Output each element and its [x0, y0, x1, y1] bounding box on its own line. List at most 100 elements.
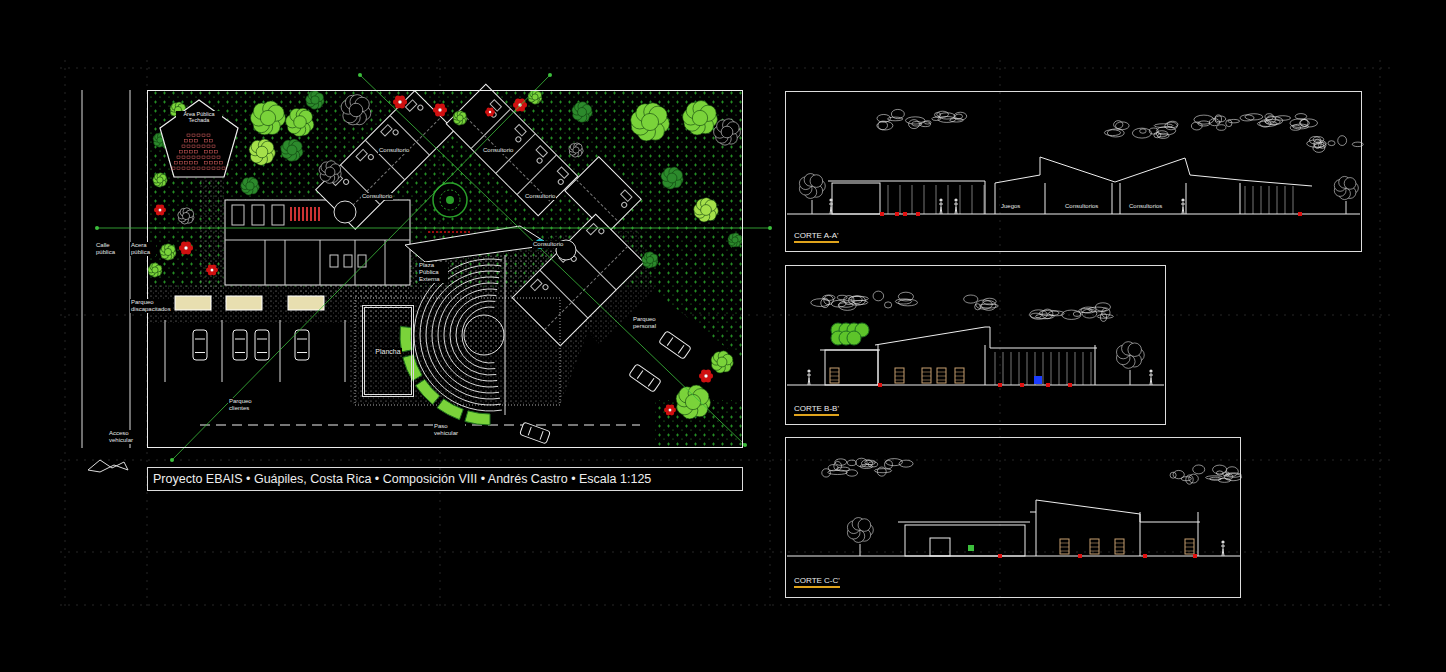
cloud-puff — [976, 300, 993, 309]
wall-line — [1045, 183, 1046, 214]
room-label: Consultorio — [361, 193, 393, 200]
plan-frame — [148, 91, 743, 448]
level-marker — [1078, 554, 1082, 558]
car-windshield — [195, 339, 205, 340]
tree-symbol — [631, 103, 670, 141]
seat-symbol — [182, 156, 185, 159]
door-panel — [1060, 543, 1069, 544]
foliage — [182, 212, 189, 219]
car-symbol — [520, 422, 551, 444]
tree-symbol — [286, 108, 314, 136]
central-garden — [446, 196, 454, 204]
seat-symbol — [202, 156, 205, 159]
light-fixture — [288, 296, 324, 310]
door-panel — [937, 376, 946, 377]
tree-symbol — [306, 91, 324, 109]
trunk — [1346, 201, 1347, 214]
cloud-puff — [835, 459, 847, 465]
wall-line — [1140, 512, 1141, 556]
butterfly-roof — [995, 157, 1312, 186]
door-panel — [922, 372, 931, 373]
light-fixture — [226, 296, 262, 310]
car-windshield — [637, 370, 643, 378]
seat-symbol — [207, 167, 210, 170]
grid-line — [1380, 60, 1381, 610]
window-mullion — [1261, 186, 1262, 214]
car-window — [235, 352, 245, 353]
grid-line — [60, 68, 1390, 69]
seat-symbol — [185, 151, 188, 154]
tree-symbol — [281, 139, 303, 161]
label-anchor: Parqueo personal — [632, 314, 664, 332]
foliage — [256, 146, 268, 158]
label-anchor: Consultorios — [1064, 194, 1099, 212]
person-figure — [1149, 373, 1153, 385]
seat-row — [314, 207, 316, 221]
tree-symbol — [642, 252, 658, 268]
pentagon-border — [160, 100, 238, 177]
foliage — [646, 256, 653, 263]
tree-symbol — [319, 161, 341, 183]
planter — [437, 399, 463, 420]
cloud-symbol — [822, 458, 913, 477]
car-symbol — [233, 330, 247, 360]
wall-elevation — [832, 183, 880, 214]
chair-symbol — [367, 154, 374, 161]
stage — [464, 315, 504, 355]
room-label: Consultorios — [1064, 203, 1099, 210]
person-head — [1149, 369, 1152, 372]
foliage — [692, 110, 707, 125]
desk-symbol — [490, 100, 501, 111]
car-symbol — [659, 331, 692, 360]
partition-wall — [320, 240, 321, 285]
wall-line — [878, 345, 879, 385]
cut-line — [97, 228, 770, 229]
foliage — [717, 357, 727, 367]
door-opening — [930, 538, 950, 556]
canopy — [1344, 178, 1356, 190]
cloud-puff — [1217, 125, 1226, 131]
door-panel — [1185, 543, 1194, 544]
tree-symbol — [241, 177, 259, 195]
cloud-puff — [824, 295, 834, 304]
tree-symbol — [728, 233, 742, 247]
flower-shrub — [485, 107, 495, 116]
restroom-stall — [252, 205, 264, 225]
seat-symbol — [177, 167, 180, 170]
column — [900, 185, 901, 214]
cloud-puff — [1245, 114, 1263, 120]
cloud-puff — [873, 291, 884, 301]
canopy — [1128, 343, 1142, 357]
railing-post — [1091, 352, 1092, 385]
cloud-puff — [1115, 122, 1129, 130]
car-windshield — [528, 427, 531, 435]
cut-marker — [743, 443, 747, 447]
label-anchor: Parqueo clientes — [228, 396, 260, 414]
chair-symbol — [598, 228, 605, 235]
cloud-puff — [886, 459, 903, 466]
room-label: Juegos — [1000, 203, 1021, 210]
seat-symbol — [212, 145, 215, 148]
title-bar: Proyecto EBAIS • Guápiles, Costa Rica • … — [147, 467, 743, 491]
railing-post — [1043, 352, 1044, 385]
flower-shrub — [699, 370, 713, 383]
tree-symbol — [714, 119, 741, 145]
cloud-puff — [838, 303, 853, 308]
cloud-puff — [856, 458, 867, 467]
car-windshield — [257, 339, 267, 340]
seat-symbol — [192, 156, 195, 159]
cloud-puff — [1218, 478, 1230, 482]
paved-walk — [200, 180, 225, 300]
foliage — [349, 103, 363, 117]
area-label: Plancha — [374, 348, 401, 355]
cloud-puff — [924, 121, 931, 124]
chair-symbol — [515, 136, 522, 143]
column — [972, 185, 973, 214]
title-block-text: Proyecto EBAIS • Guápiles, Costa Rica • … — [153, 472, 651, 486]
tree-elevation — [1116, 342, 1144, 385]
railing-post — [1011, 352, 1012, 385]
site-label: Acceso vehicular — [108, 430, 140, 444]
section-cut-lines — [95, 73, 772, 462]
foliage — [457, 115, 463, 121]
west-consultation-wing — [316, 91, 455, 230]
